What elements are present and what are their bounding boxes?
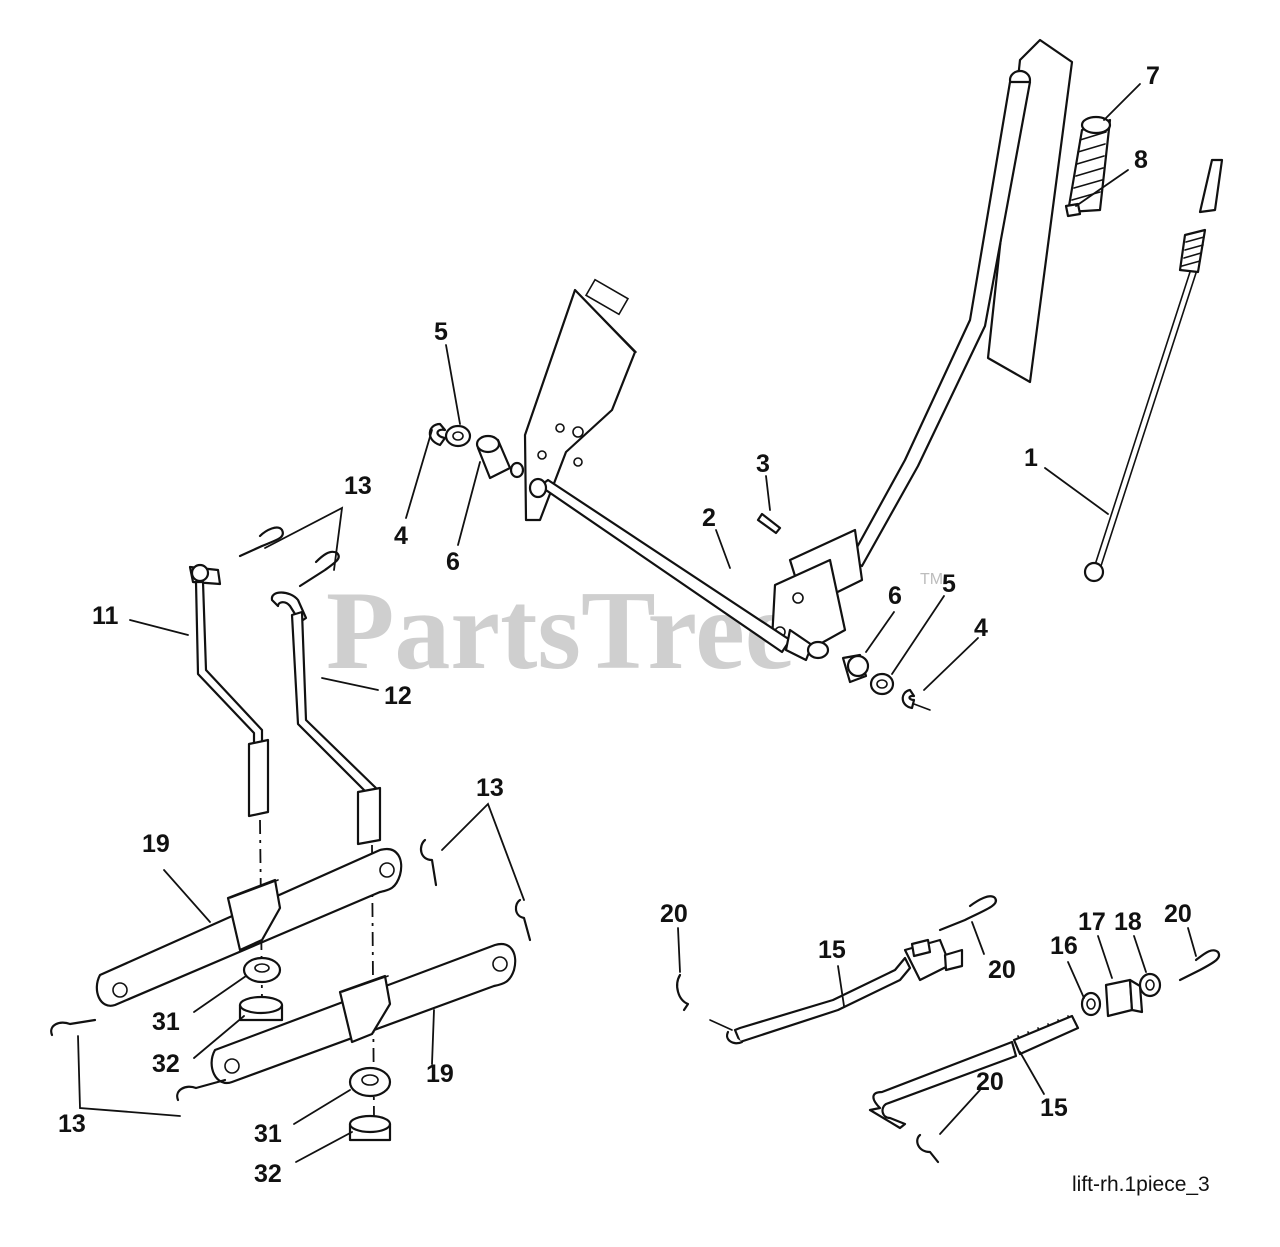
callout-31: 31 (152, 1008, 180, 1036)
adjustment-hardware (1080, 972, 1162, 1018)
callout-13: 13 (344, 472, 372, 500)
diagram-reference-code: lift-rh.1piece_3 (1072, 1173, 1210, 1196)
lift-handle-lever (770, 69, 1032, 657)
callout-13: 13 (58, 1110, 86, 1138)
callout-20: 20 (1164, 900, 1192, 928)
callout-12: 12 (384, 682, 412, 710)
nut-washer-lower (348, 1066, 392, 1142)
callout-20: 20 (660, 900, 688, 928)
callout-3: 3 (756, 450, 770, 478)
callout-31: 31 (254, 1120, 282, 1148)
lift-arm-upper (95, 847, 403, 1007)
grip-pin (1064, 202, 1082, 218)
callout-19: 19 (426, 1060, 454, 1088)
callout-2: 2 (702, 504, 716, 532)
cotter-clips (676, 895, 1221, 1164)
hairpin-clips-lower (50, 1018, 227, 1102)
callout-4: 4 (974, 614, 988, 642)
callout-11: 11 (92, 602, 119, 630)
callout-6: 6 (888, 582, 902, 610)
callout-labels: 7 8 1 5 4 6 3 2 13 11 12 6 5 4 13 19 31 … (58, 62, 1192, 1188)
callout-20: 20 (988, 956, 1016, 984)
callout-20: 20 (976, 1068, 1004, 1096)
deck-lift-rod-lower (868, 1014, 1080, 1130)
nut-washer-upper (238, 956, 284, 1022)
callout-16: 16 (1050, 932, 1078, 960)
callout-5: 5 (434, 318, 448, 346)
lift-link-rod-left (188, 563, 270, 818)
deck-lift-rod-upper (709, 938, 964, 1045)
watermark-text: PartsTree (326, 569, 795, 693)
shaft-hardware-left (428, 422, 525, 480)
callout-13: 13 (476, 774, 504, 802)
lift-shaft (528, 477, 830, 662)
callout-7: 7 (1146, 62, 1160, 90)
callout-1: 1 (1024, 444, 1038, 472)
roll-pin (756, 512, 782, 535)
lift-rod-assembly (1083, 158, 1224, 583)
callout-15: 15 (818, 936, 846, 964)
callout-18: 18 (1114, 908, 1142, 936)
shaft-hardware-right (841, 653, 931, 711)
callout-32: 32 (152, 1050, 180, 1078)
lever-grip-sleeve (986, 38, 1074, 384)
hairpin-clips-middle (419, 838, 532, 942)
callout-leaders (77, 83, 1197, 1163)
callout-32: 32 (254, 1160, 282, 1188)
watermark-tm: TM (920, 571, 943, 588)
callout-17: 17 (1078, 908, 1106, 936)
callout-15: 15 (1040, 1094, 1068, 1122)
callout-6: 6 (446, 548, 460, 576)
callout-4: 4 (394, 522, 408, 550)
callout-5: 5 (942, 570, 956, 598)
lift-link-rod-right (270, 591, 382, 846)
callout-19: 19 (142, 830, 170, 858)
mounting-bracket (523, 278, 637, 522)
lift-arm-lower (210, 942, 517, 1085)
callout-8: 8 (1134, 146, 1148, 174)
